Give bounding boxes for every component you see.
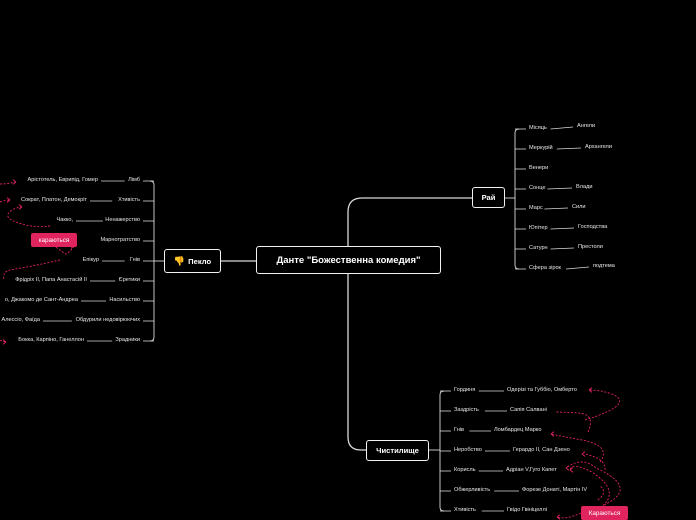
tag-purgatory-label: Караються — [588, 509, 621, 517]
hell-detail-6[interactable]: о, Джакомо де Сант-Андреа — [4, 297, 78, 303]
arrowhead-purg-1 — [588, 387, 593, 393]
arrow-hell-e — [55, 245, 75, 255]
purgatory-detail-2[interactable]: Ломбардец Марко — [494, 427, 542, 433]
connector-paradise-detail-1 — [556, 147, 582, 150]
paradise-item-4[interactable]: Марс — [529, 205, 543, 211]
paradise-item-1[interactable]: Меркурій — [529, 145, 553, 151]
branch-paradise-label: Рай — [481, 193, 496, 202]
tag-purgatory-punished[interactable]: Караються — [581, 506, 628, 520]
paradise-item-6[interactable]: Сатурн — [529, 245, 548, 251]
arrow-hell-c — [7, 206, 51, 228]
paradise-item-3[interactable]: Сонце — [529, 185, 546, 191]
connector-paradise-detail-5 — [550, 227, 575, 230]
arrowhead-purg-2 — [550, 431, 555, 437]
central-topic[interactable]: Данте "Божественна комедия" — [256, 246, 441, 274]
paradise-detail-5[interactable]: Господства — [578, 224, 608, 230]
purgatory-item-3[interactable]: Неробство — [454, 447, 482, 453]
arrowhead-hell-3 — [18, 204, 23, 210]
connector-paradise-detail-3 — [547, 187, 573, 190]
hell-detail-5[interactable]: Фрідріх ІІ, Папа Анастасій ІІ — [15, 277, 87, 283]
arrow-purg-g — [597, 485, 604, 501]
paradise-item-5[interactable]: Юпітер — [529, 225, 548, 231]
hell-item-7[interactable]: Обдурили недовірюючих — [75, 317, 140, 323]
hell-detail-1[interactable]: Сократ, Платон, Демокріт — [20, 197, 87, 203]
purgatory-item-0[interactable]: Гординя — [454, 387, 476, 393]
hell-detail-2[interactable]: Чакко, — [56, 217, 73, 223]
arrowhead-purg-6 — [556, 514, 561, 520]
branch-paradise[interactable]: Рай — [472, 187, 505, 208]
paradise-detail-0[interactable]: Ангели — [577, 123, 596, 129]
paradise-detail-1[interactable]: Архангели — [585, 144, 612, 150]
hell-item-1[interactable]: Хтивість — [118, 197, 140, 203]
hell-item-3[interactable]: Марнотратство — [100, 237, 140, 243]
thumbs-down-icon: 👎 — [173, 255, 186, 266]
connector-paradise-detail-6 — [550, 247, 575, 250]
arrow-purg-b — [565, 461, 621, 506]
paradise-detail-7[interactable]: подтема — [593, 263, 615, 269]
purgatory-detail-4[interactable]: Адріан V,Гуго Капет — [506, 467, 557, 473]
branch-purgatory-label: Чистилище — [376, 446, 419, 455]
arrow-purg-c — [583, 453, 606, 471]
hell-detail-8[interactable]: Бокка, Карпіно, Ганеллон — [18, 337, 84, 343]
central-topic-label: Данте "Божественна комедия" — [276, 254, 421, 266]
connector-paradise-detail-7 — [566, 266, 590, 270]
hell-detail-0[interactable]: Арістотель, Еврипід, Гомер — [27, 177, 99, 183]
connector-paradise-detail-0 — [550, 126, 574, 130]
arrowhead-purg-5 — [569, 467, 574, 473]
tag-hell-punished[interactable]: караються — [31, 233, 77, 247]
connector-paradise-detail-4 — [544, 207, 569, 210]
paradise-detail-4[interactable]: Сили — [572, 204, 586, 210]
branch-purgatory[interactable]: Чистилище — [366, 440, 429, 461]
purgatory-item-2[interactable]: Гнів — [454, 427, 465, 433]
arrowhead-hell-1 — [12, 179, 17, 185]
arrowhead-purg-4 — [565, 465, 570, 471]
purgatory-item-5[interactable]: Обжерливість — [454, 487, 491, 493]
purgatory-item-6[interactable]: Хтивість — [454, 507, 476, 513]
purgatory-detail-1[interactable]: Сапія Салвані — [510, 407, 547, 413]
hell-item-8[interactable]: Зрадники — [115, 337, 140, 343]
hell-detail-4[interactable]: Епікур — [82, 257, 99, 263]
purgatory-detail-0[interactable]: Одерізі та Губбіо, Омберто — [507, 387, 577, 393]
arrow-purg-d — [550, 433, 604, 463]
purgatory-detail-6[interactable]: Гвідо Гвініцеллі — [507, 507, 547, 513]
arrowhead-hell-5 — [2, 339, 7, 345]
purgatory-item-1[interactable]: Заздрість — [454, 407, 479, 413]
purgatory-detail-3[interactable]: Герардо ІІ, Сан Дзено — [513, 447, 570, 453]
arrow-hell-f — [3, 259, 61, 281]
arrow-purg-h — [556, 512, 582, 519]
paradise-item-7[interactable]: Сфера зірок — [529, 265, 562, 271]
paradise-detail-3[interactable]: Влади — [576, 184, 593, 190]
relationship-arrows — [0, 179, 621, 520]
arrow-purg-a — [569, 466, 610, 509]
connector-root-purgatory — [347, 274, 366, 451]
purgatory-detail-5[interactable]: Форезе Донаті, Мартін IV — [522, 487, 588, 493]
hell-item-2[interactable]: Ненажерство — [105, 217, 140, 223]
tag-hell-label: караються — [38, 236, 70, 244]
arrow-purg-e — [554, 411, 591, 433]
connector-lines — [43, 126, 590, 512]
arrowhead-hell-2 — [6, 197, 11, 203]
paradise-item-0[interactable]: Місяць — [529, 125, 547, 131]
arrow-hell-g — [0, 339, 7, 343]
hell-item-6[interactable]: Насильство — [109, 297, 140, 303]
branch-hell-label: Пекло — [188, 256, 212, 266]
hell-item-5[interactable]: Єретики — [118, 277, 140, 283]
arrow-purg-f — [584, 389, 621, 421]
paradise-item-2[interactable]: Венери — [529, 165, 549, 171]
paradise-detail-6[interactable]: Престоли — [578, 244, 603, 250]
hell-detail-7[interactable]: Алессіо, Фаїда — [1, 317, 40, 323]
hell-item-4[interactable]: Гнів — [129, 257, 140, 263]
purgatory-item-4[interactable]: Корисль — [454, 467, 476, 473]
arrowhead-purg-3 — [581, 451, 586, 457]
hell-item-0[interactable]: Лімб — [128, 177, 140, 183]
connector-paradise-bracket — [514, 128, 520, 270]
branch-hell[interactable]: 👎 Пекло — [164, 249, 221, 273]
connector-root-paradise — [347, 197, 472, 246]
arrow-hell-a — [0, 181, 17, 185]
arrow-hell-b — [0, 199, 11, 203]
